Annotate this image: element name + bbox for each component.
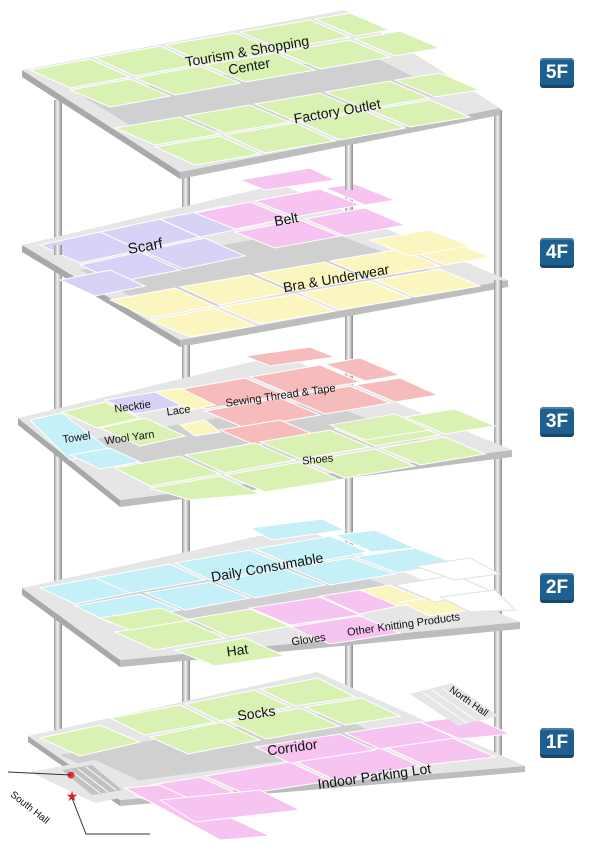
shoes-zone bbox=[113, 408, 497, 501]
pillar-tops bbox=[54, 145, 502, 365]
label-gloves: Gloves bbox=[291, 632, 327, 649]
label-scarf: Scarf bbox=[127, 235, 165, 258]
other-knitting-zone bbox=[358, 557, 517, 617]
floor-badge-2f: 2F bbox=[540, 573, 574, 603]
label-hat: Hat bbox=[225, 641, 249, 660]
leader-line bbox=[71, 797, 150, 835]
floor-badge-3f: 3F bbox=[540, 407, 574, 437]
hat-zone bbox=[98, 607, 292, 667]
lace-zone bbox=[153, 387, 222, 437]
slab-edge bbox=[180, 280, 508, 347]
towel-zone bbox=[28, 412, 142, 470]
scarf-zone bbox=[38, 205, 267, 297]
north-hall-slab bbox=[410, 683, 498, 726]
label-necktie: Necktie bbox=[114, 399, 152, 416]
gloves-zone bbox=[248, 589, 402, 645]
floor-badge-5f: 5F bbox=[540, 58, 574, 88]
slab-edge bbox=[18, 418, 120, 507]
bra-underwear-zone bbox=[108, 229, 492, 338]
floor-5f bbox=[22, 10, 500, 179]
label-south-hall: South Hall bbox=[8, 789, 51, 826]
floor-badge-1f: 1F bbox=[540, 728, 574, 758]
floor-2f bbox=[22, 518, 520, 667]
label-towel: Towel bbox=[62, 430, 92, 446]
floor-4f bbox=[22, 167, 508, 347]
wool-yarn-zone bbox=[60, 401, 187, 447]
tourism-zone bbox=[28, 12, 442, 108]
label-center: Center bbox=[227, 54, 271, 77]
label-belt: Belt bbox=[273, 209, 300, 229]
pillar bbox=[494, 110, 502, 760]
label-shoes: Shoes bbox=[302, 452, 335, 467]
label-corridor: Corridor bbox=[266, 736, 319, 759]
label-socks: Socks bbox=[236, 702, 276, 723]
slab-edge bbox=[22, 70, 180, 179]
socks-zone bbox=[38, 677, 402, 757]
slab-edge bbox=[22, 588, 120, 667]
belt-zone bbox=[193, 183, 407, 249]
floor-badge-4f: 4F bbox=[540, 238, 574, 268]
floor-1f: ★ bbox=[7, 672, 525, 841]
floor-3f bbox=[18, 346, 512, 507]
star-icon: ★ bbox=[66, 788, 79, 804]
label-lace: Lace bbox=[166, 403, 191, 418]
factory-outlet-zone bbox=[113, 72, 482, 166]
slab-edge bbox=[22, 245, 180, 347]
leader-line bbox=[7, 771, 72, 776]
